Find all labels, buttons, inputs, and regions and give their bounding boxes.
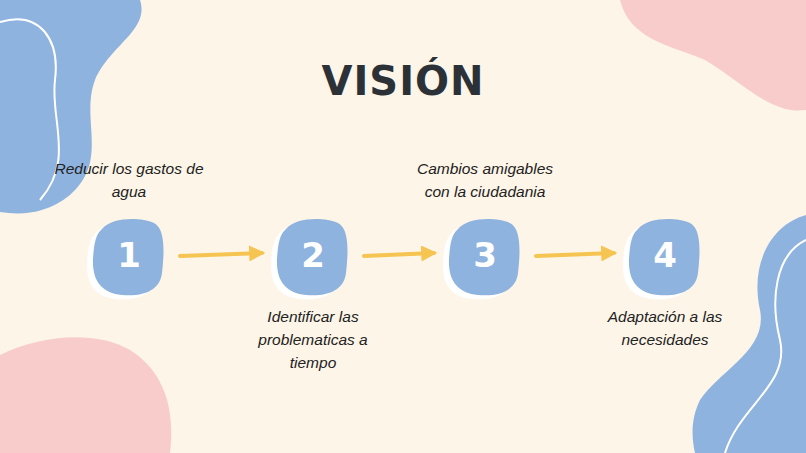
slide-title: VISIÓN — [0, 58, 806, 104]
step-number: 2 — [276, 215, 350, 295]
step-caption: Cambios amigables con la ciudadania — [415, 157, 555, 203]
flow-arrow — [180, 253, 262, 256]
step-blob: 4Adaptación a las necesidades — [628, 215, 702, 295]
step-caption: Reducir los gastos de agua — [54, 157, 204, 203]
step-blob: 3Cambios amigables con la ciudadania — [448, 215, 522, 295]
step-caption: Adaptación a las necesidades — [590, 305, 740, 351]
step-blob: 1Reducir los gastos de agua — [92, 215, 166, 295]
corner-blob — [0, 0, 142, 213]
step-number: 1 — [92, 215, 166, 295]
step-blob: 2Identificar las problematicas a tiempo — [276, 215, 350, 295]
step-caption: Identificar las problematicas a tiempo — [238, 305, 388, 374]
corner-blob — [0, 337, 171, 453]
corner-outline — [0, 19, 59, 200]
flow-arrow — [364, 253, 434, 256]
step-number: 4 — [628, 215, 702, 295]
step-number: 3 — [448, 215, 522, 295]
corner-blob — [620, 0, 806, 110]
corner-blob — [693, 215, 806, 453]
flow-arrow — [536, 253, 614, 256]
corner-outline — [725, 240, 806, 453]
